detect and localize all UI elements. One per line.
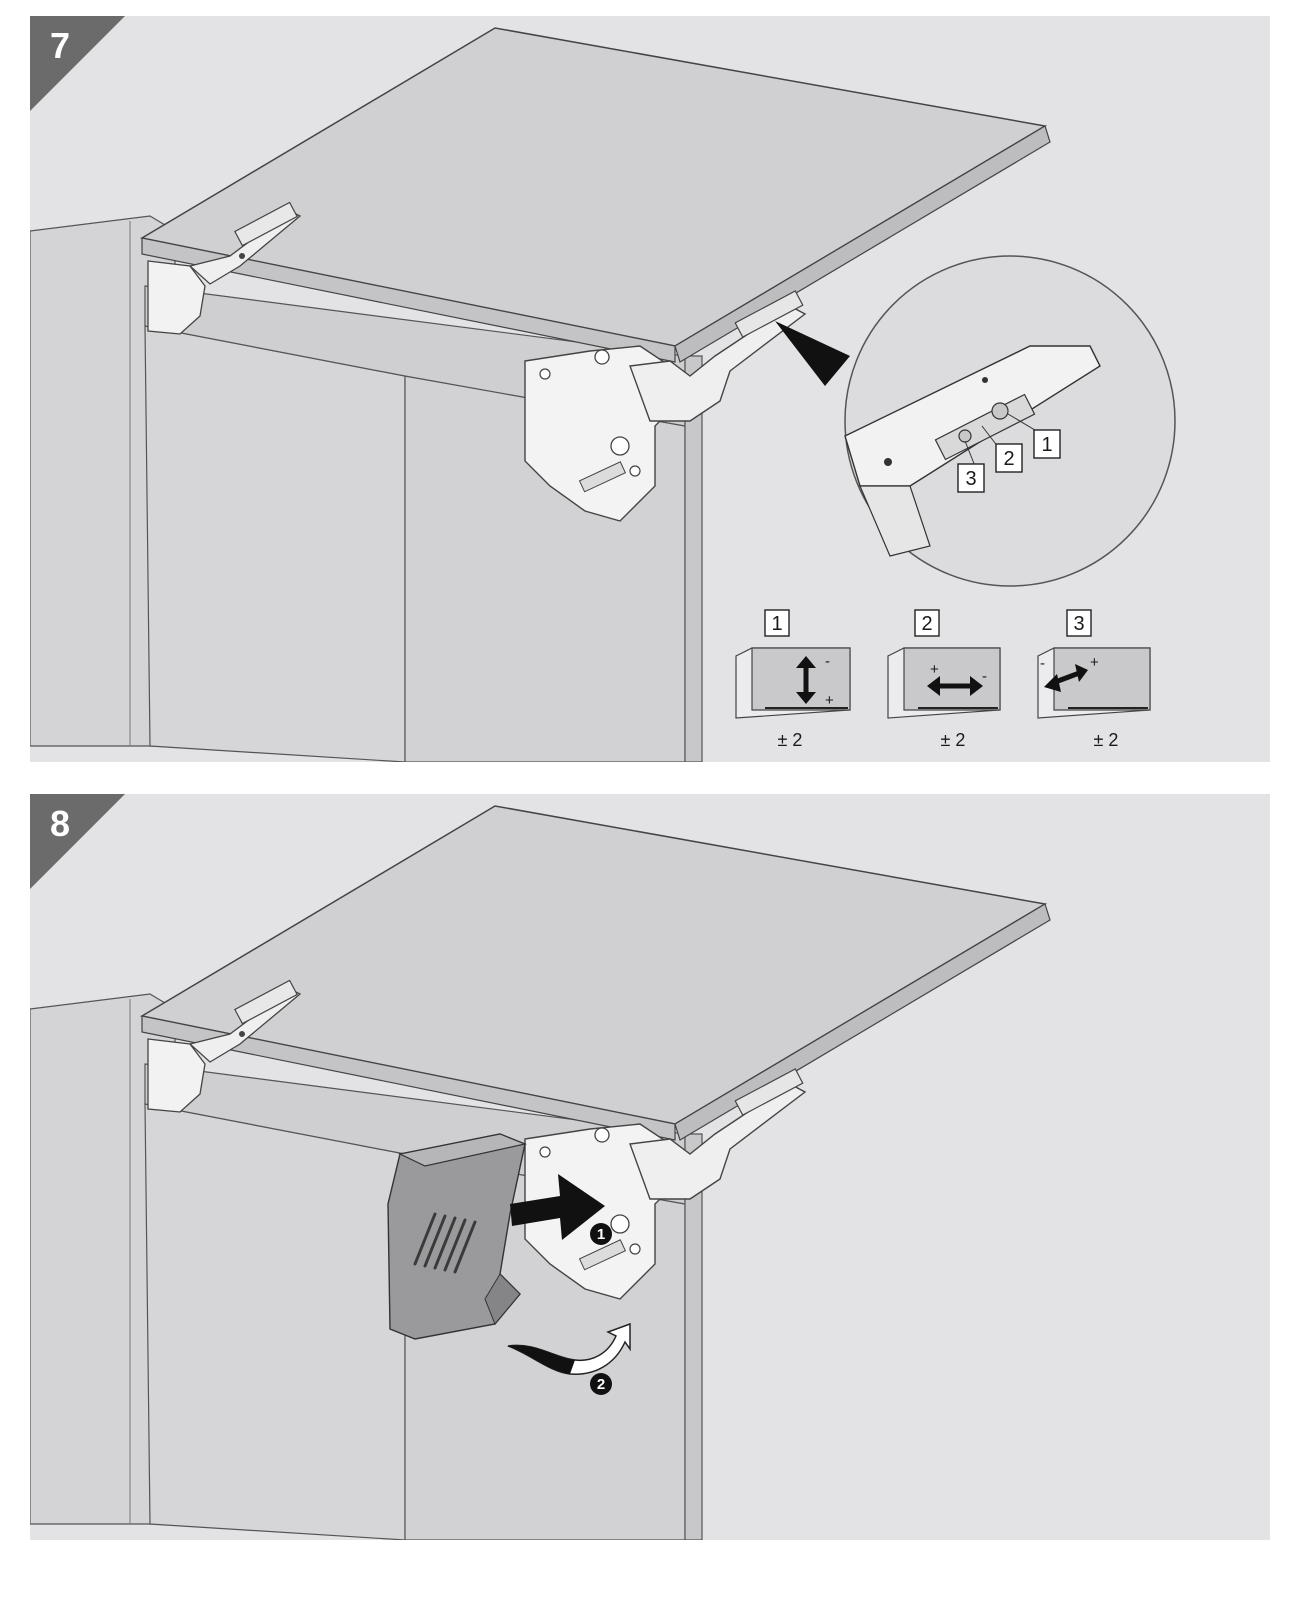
svg-text:1: 1	[597, 1226, 605, 1243]
lift-door	[139, 805, 1048, 1125]
mechanism-cover	[387, 1133, 528, 1340]
swing-arrow-icon	[507, 1322, 631, 1375]
step-7-badge: 7	[30, 16, 125, 111]
detail-pointer	[775, 321, 850, 386]
right-lift-mechanism	[524, 290, 807, 522]
adjustment-2: 2 - + ± 2	[887, 609, 1001, 750]
adjust-horizontal-arrow-icon	[927, 676, 983, 696]
svg-text:-: -	[982, 668, 987, 685]
step-8-panel: 1 2 8	[30, 794, 1270, 1540]
step-8-illustration: 1 2 8	[30, 794, 1051, 1540]
step-8-badge: 8	[30, 794, 125, 889]
tolerance-3: ± 2	[1094, 730, 1119, 750]
detail-callout-2: 2	[995, 443, 1023, 473]
lift-door-side-edge	[674, 125, 1051, 363]
lift-door-side-edge	[674, 903, 1051, 1141]
svg-text:+: +	[930, 661, 939, 678]
action-marker-2: 2	[590, 1373, 612, 1395]
svg-text:2: 2	[597, 1376, 605, 1393]
detail-magnifier	[844, 255, 1176, 587]
svg-text:3: 3	[1073, 613, 1084, 635]
action-marker-1: 1	[590, 1223, 612, 1245]
push-arrow-icon	[510, 1174, 605, 1240]
svg-text:7: 7	[50, 25, 70, 66]
svg-text:-: -	[825, 653, 830, 670]
step-7-illustration: 1 2 3 1 - + ± 2 2	[30, 16, 1176, 762]
adjust-vertical-arrow-icon	[796, 656, 816, 704]
svg-text:3: 3	[965, 468, 976, 490]
adjustment-1: 1 - + ± 2	[735, 609, 851, 750]
detail-callout-1: 1	[1033, 429, 1061, 459]
detail-callout-3: 3	[957, 463, 985, 493]
tolerance-2: ± 2	[941, 730, 966, 750]
tolerance-1: ± 2	[778, 730, 803, 750]
cabinet-side-wall	[144, 1103, 406, 1540]
svg-text:2: 2	[1003, 448, 1014, 470]
svg-text:+: +	[1090, 654, 1099, 671]
svg-text:1: 1	[1041, 434, 1052, 456]
lift-door-edge	[141, 237, 676, 363]
cabinet-side-wall	[144, 325, 406, 762]
svg-text:8: 8	[50, 803, 70, 844]
step-7-panel: 1 2 3 1 - + ± 2 2	[30, 16, 1270, 762]
lift-door-edge	[141, 1015, 676, 1141]
cover-vent	[413, 1212, 477, 1274]
cabinet-front-edge	[684, 1133, 703, 1540]
left-lift-mechanism	[147, 201, 302, 335]
adjustment-3: 3 - + ± 2	[1037, 609, 1151, 750]
adjust-depth-arrow-icon	[1044, 664, 1088, 692]
cabinet-front-edge	[684, 355, 703, 762]
left-lift-mechanism	[147, 979, 302, 1113]
svg-text:-: -	[1040, 655, 1045, 672]
svg-text:2: 2	[921, 613, 932, 635]
svg-text:1: 1	[771, 613, 782, 635]
svg-text:+: +	[825, 692, 834, 709]
